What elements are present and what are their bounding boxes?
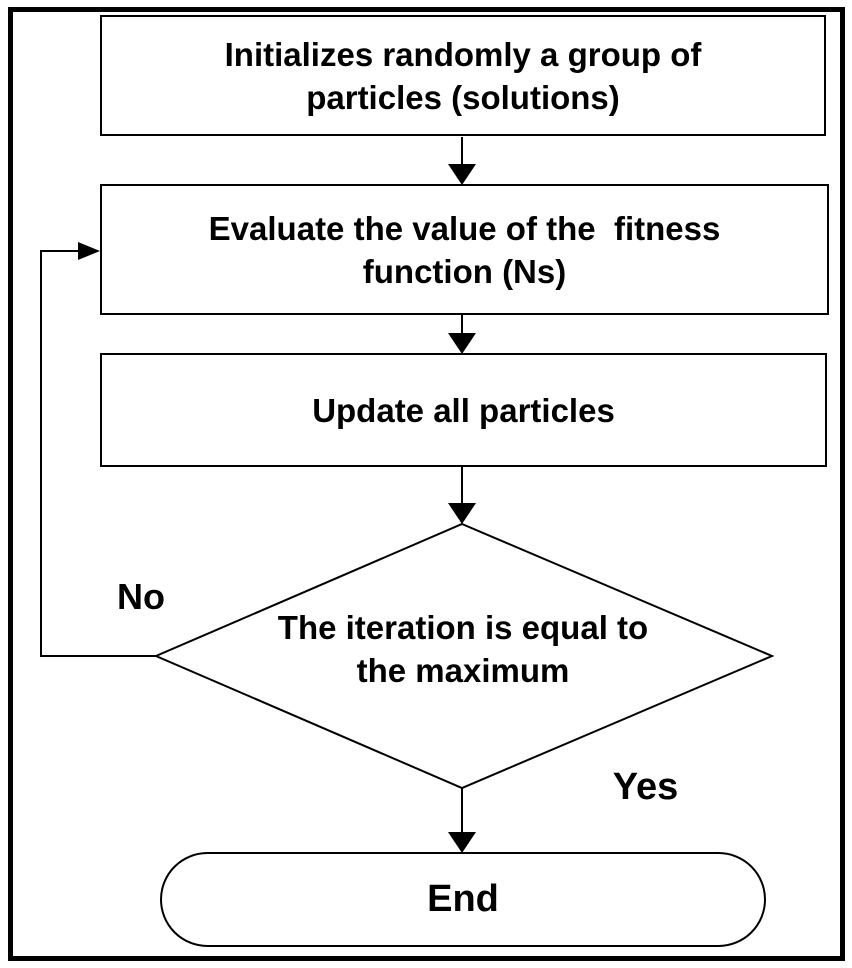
node-evaluate: Evaluate the value of the fitness functi… — [100, 184, 829, 315]
edge-label-yes: Yes — [612, 766, 679, 808]
decision-label: The iteration is equal to the maximum — [220, 603, 706, 695]
node-text-line: Update all particles — [312, 391, 615, 429]
node-text-line: function (Ns) — [362, 252, 567, 290]
node-text-line: the maximum — [356, 652, 570, 689]
node-end: End — [160, 852, 766, 947]
diagram-outer-border — [8, 7, 845, 961]
node-text-line: Evaluate the value of the fitness — [208, 209, 721, 247]
node-initialize: Initializes randomly a group of particle… — [100, 15, 826, 136]
node-text-line: Initializes randomly a group of — [224, 35, 702, 73]
node-text-line: End — [427, 878, 499, 920]
node-text-line: particles (solutions) — [306, 78, 620, 116]
edge-label-no: No — [117, 576, 165, 617]
node-update: Update all particles — [100, 353, 827, 467]
node-text-line: The iteration is equal to — [277, 609, 649, 646]
